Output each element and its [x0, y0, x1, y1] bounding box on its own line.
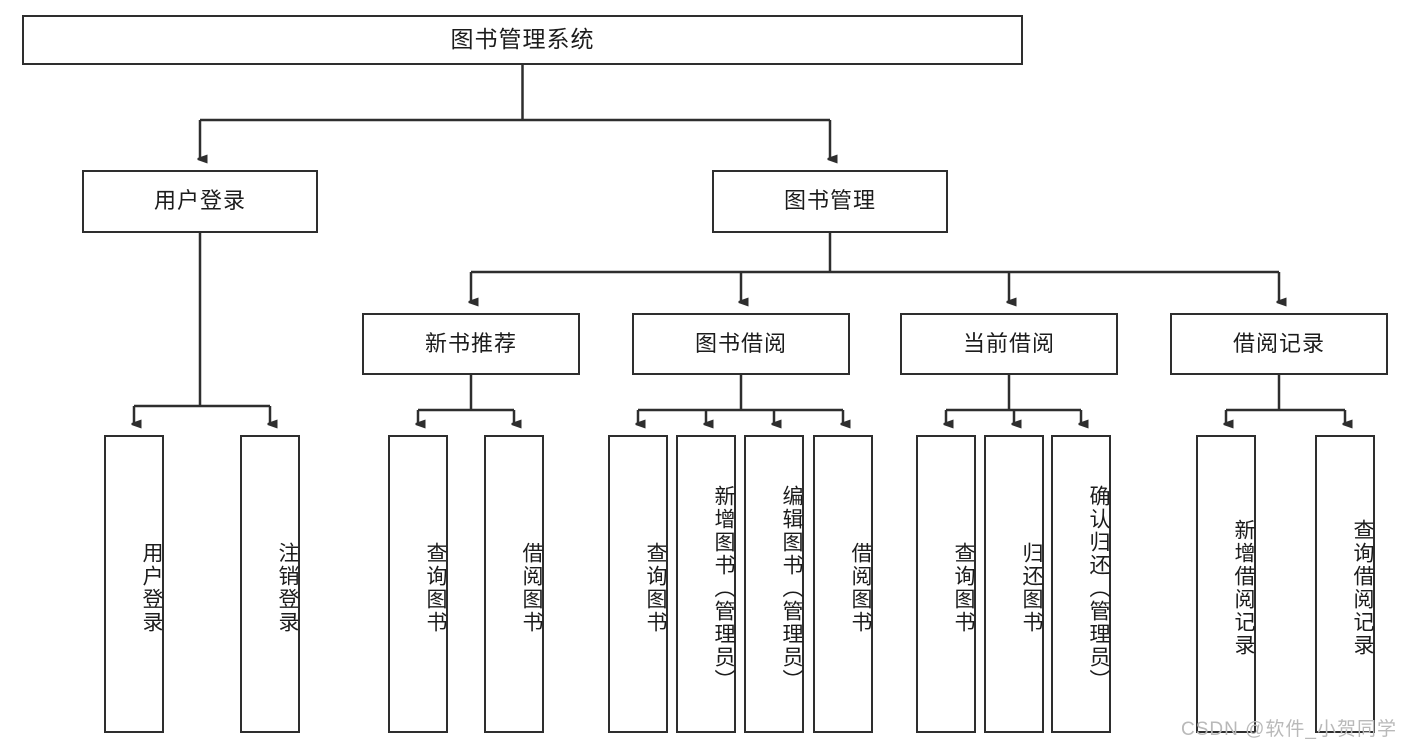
csdn-watermark: CSDN @软件_小贺同学: [1181, 719, 1397, 740]
node-label: 用户登录: [140, 542, 163, 634]
node-label: 查询图书: [952, 542, 975, 634]
node-label: 查询图书: [424, 542, 447, 634]
node-borrow-record[interactable]: 借阅记录: [1170, 313, 1388, 375]
node-leaf-query-book-1[interactable]: 查询图书: [388, 435, 448, 733]
node-leaf-query-book-3[interactable]: 查询图书: [916, 435, 976, 733]
node-leaf-user-login[interactable]: 用户登录: [104, 435, 164, 733]
node-leaf-edit-book[interactable]: 编辑图书（管理员）: [744, 435, 804, 733]
node-label: 图书管理: [783, 188, 876, 214]
node-label: 用户登录: [153, 188, 246, 214]
node-label: 新书推荐: [424, 330, 517, 356]
node-leaf-return-book[interactable]: 归还图书: [984, 435, 1044, 733]
node-label: 查询图书: [644, 542, 667, 634]
node-label: 新增借阅记录: [1232, 519, 1255, 657]
node-label: 借阅记录: [1232, 330, 1325, 356]
node-book-borrow[interactable]: 图书借阅: [632, 313, 850, 375]
node-book-manage[interactable]: 图书管理: [712, 170, 948, 233]
node-leaf-query-book-2[interactable]: 查询图书: [608, 435, 668, 733]
node-leaf-add-record[interactable]: 新增借阅记录: [1196, 435, 1256, 733]
node-label: 查询借阅记录: [1351, 519, 1374, 657]
node-label: 借阅图书: [520, 542, 543, 634]
node-label: 图书借阅: [694, 330, 787, 356]
node-label: 编辑图书（管理员）: [780, 484, 803, 692]
node-label: 归还图书: [1020, 542, 1043, 634]
node-root[interactable]: 图书管理系统: [22, 15, 1023, 65]
node-leaf-borrow-book-1[interactable]: 借阅图书: [484, 435, 544, 733]
node-leaf-add-book[interactable]: 新增图书（管理员）: [676, 435, 736, 733]
node-label: 确认归还（管理员）: [1087, 484, 1110, 692]
node-leaf-borrow-book-2[interactable]: 借阅图书: [813, 435, 873, 733]
node-user-login[interactable]: 用户登录: [82, 170, 318, 233]
node-new-book-recommend[interactable]: 新书推荐: [362, 313, 580, 375]
node-label: 图书管理系统: [450, 26, 595, 53]
node-current-borrow[interactable]: 当前借阅: [900, 313, 1118, 375]
node-leaf-query-record[interactable]: 查询借阅记录: [1315, 435, 1375, 733]
node-label: 注销登录: [276, 542, 299, 634]
node-label: 借阅图书: [849, 542, 872, 634]
node-label: 新增图书（管理员）: [712, 484, 735, 692]
node-label: 当前借阅: [962, 330, 1055, 356]
node-leaf-logout[interactable]: 注销登录: [240, 435, 300, 733]
node-leaf-confirm-return[interactable]: 确认归还（管理员）: [1051, 435, 1111, 733]
